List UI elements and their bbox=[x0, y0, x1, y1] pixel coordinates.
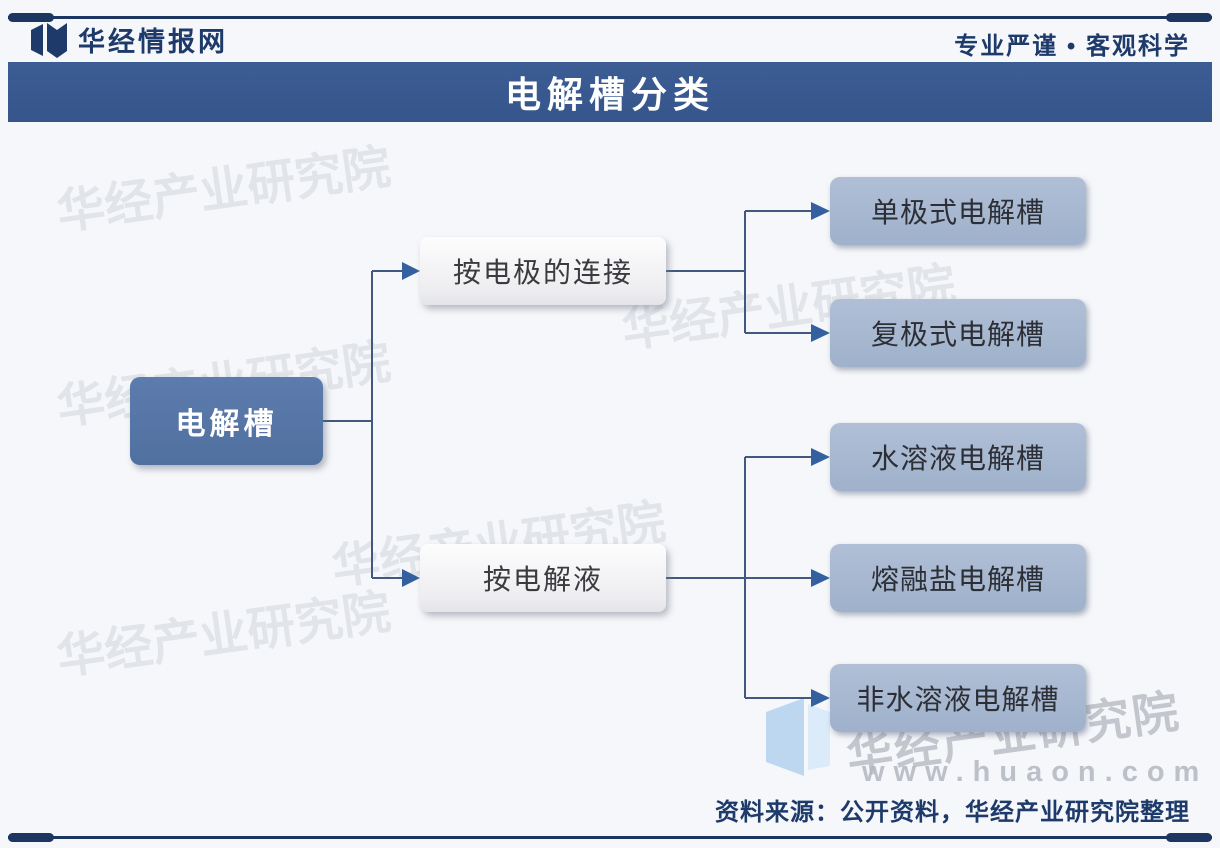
leaf-node-monopolar: 单极式电解槽 bbox=[830, 177, 1086, 245]
watermark-text: 华经产业研究院 bbox=[53, 585, 394, 686]
brand: 华经情报网 bbox=[30, 20, 228, 59]
top-rule-left-cap bbox=[8, 13, 54, 22]
leaf-node-molten-salt: 熔融盐电解槽 bbox=[830, 544, 1086, 612]
brand-logo-icon bbox=[31, 22, 67, 58]
branch-node-electrode-connection: 按电极的连接 bbox=[420, 237, 666, 305]
title-bar: 电解槽分类 bbox=[8, 62, 1212, 122]
watermark-text: 华经产业研究院 bbox=[53, 140, 394, 241]
data-source-note: 资料来源：公开资料，华经产业研究院整理 bbox=[715, 799, 1190, 826]
top-rule-right-cap bbox=[1166, 13, 1212, 22]
leaf-node-aqueous: 水溶液电解槽 bbox=[830, 423, 1086, 491]
watermark-logo-icon bbox=[766, 698, 830, 776]
watermark-url: www.huaon.com bbox=[862, 756, 1209, 788]
header: 华经情报网 专业严谨 • 客观科学 bbox=[0, 20, 1220, 62]
brand-name: 华经情报网 bbox=[78, 27, 228, 57]
branch-node-electrolyte: 按电解液 bbox=[420, 544, 666, 612]
header-slogan: 专业严谨 • 客观科学 bbox=[954, 33, 1190, 60]
bottom-rule-line bbox=[8, 836, 1212, 839]
bottom-rule-right-cap bbox=[1166, 833, 1212, 842]
top-rule-line bbox=[8, 16, 1212, 19]
root-node: 电解槽 bbox=[130, 377, 323, 465]
page-title: 电解槽分类 bbox=[504, 74, 715, 115]
leaf-node-non-aqueous: 非水溶液电解槽 bbox=[830, 664, 1086, 732]
leaf-node-bipolar: 复极式电解槽 bbox=[830, 299, 1086, 367]
bottom-rule-left-cap bbox=[8, 833, 54, 842]
